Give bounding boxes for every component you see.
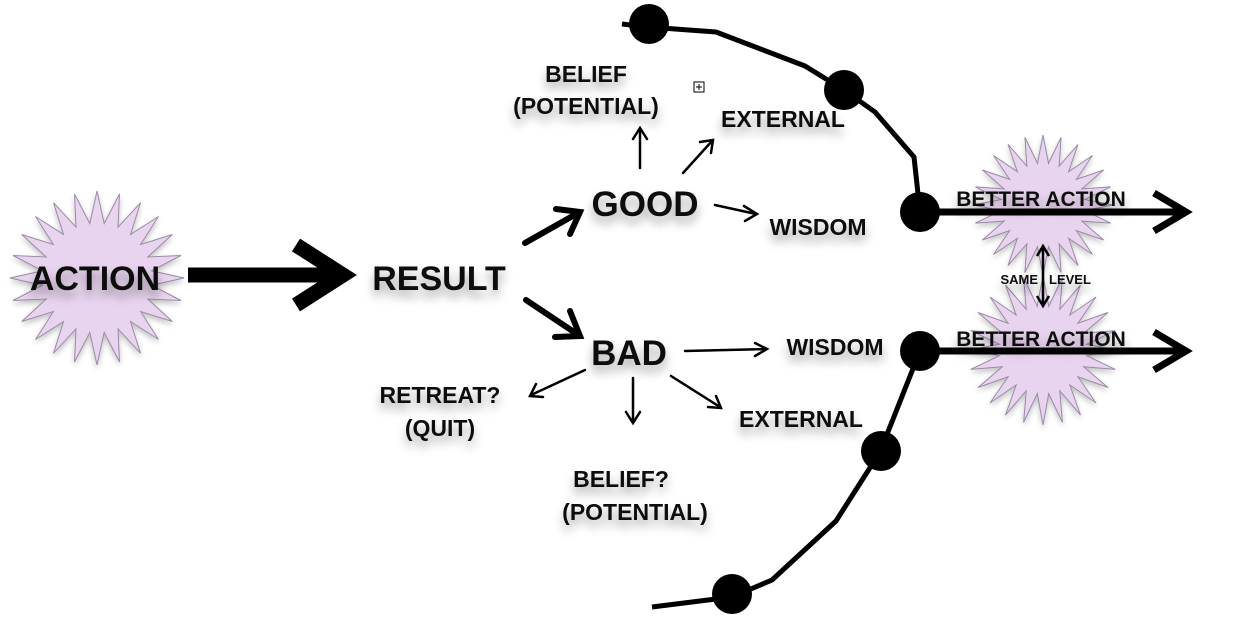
- bad-to-external-arrow: [669, 374, 723, 410]
- result-to-bad-arrow: [523, 297, 585, 340]
- bad-to-retreat-arrow: [528, 368, 587, 399]
- same-level-label-left: SAME: [1000, 272, 1038, 287]
- curve-dot: [861, 431, 901, 471]
- retreat-label: RETREAT?: [380, 382, 501, 408]
- good-to-external-arrow: [681, 138, 715, 175]
- better-action-bottom-label: BETTER ACTION: [956, 328, 1126, 351]
- action-to-result-arrow: [188, 238, 357, 312]
- better-action-top-label: BETTER ACTION: [956, 188, 1126, 211]
- curve-dot: [712, 574, 752, 614]
- better-action-bottom-arrow: [920, 328, 1193, 374]
- good-belief-label: BELIEF: [545, 61, 627, 87]
- curve-dot: [629, 4, 669, 44]
- bad-belief-potential-label: (POTENTIAL): [562, 499, 708, 525]
- bad-to-belief-arrow: [624, 376, 642, 426]
- result-label: RESULT: [372, 260, 506, 298]
- action-label: ACTION: [30, 260, 160, 298]
- bad-wisdom-label: WISDOM: [786, 334, 883, 360]
- bad-external-label: EXTERNAL: [739, 406, 863, 432]
- curve-dot: [824, 70, 864, 110]
- same-level-label-right: LEVEL: [1049, 272, 1091, 287]
- result-to-good-arrow: [522, 206, 585, 246]
- bad-to-wisdom-arrow: [683, 341, 770, 358]
- good-external-label: EXTERNAL: [721, 106, 845, 132]
- good-wisdom-label: WISDOM: [769, 214, 866, 240]
- bad-belief-label: BELIEF?: [573, 466, 669, 492]
- action-starburst: [9, 190, 185, 366]
- good-to-belief-arrow: [631, 125, 649, 170]
- better-action-top-arrow: [920, 189, 1193, 235]
- good-to-wisdom-arrow: [713, 203, 760, 223]
- same-level-double-arrow: [1035, 243, 1051, 309]
- bad-label: BAD: [591, 334, 667, 373]
- good-belief-potential-label: (POTENTIAL): [513, 93, 659, 119]
- retreat-quit-label: (QUIT): [405, 415, 475, 441]
- plus-box-icon: [693, 81, 705, 93]
- good-label: GOOD: [592, 185, 699, 224]
